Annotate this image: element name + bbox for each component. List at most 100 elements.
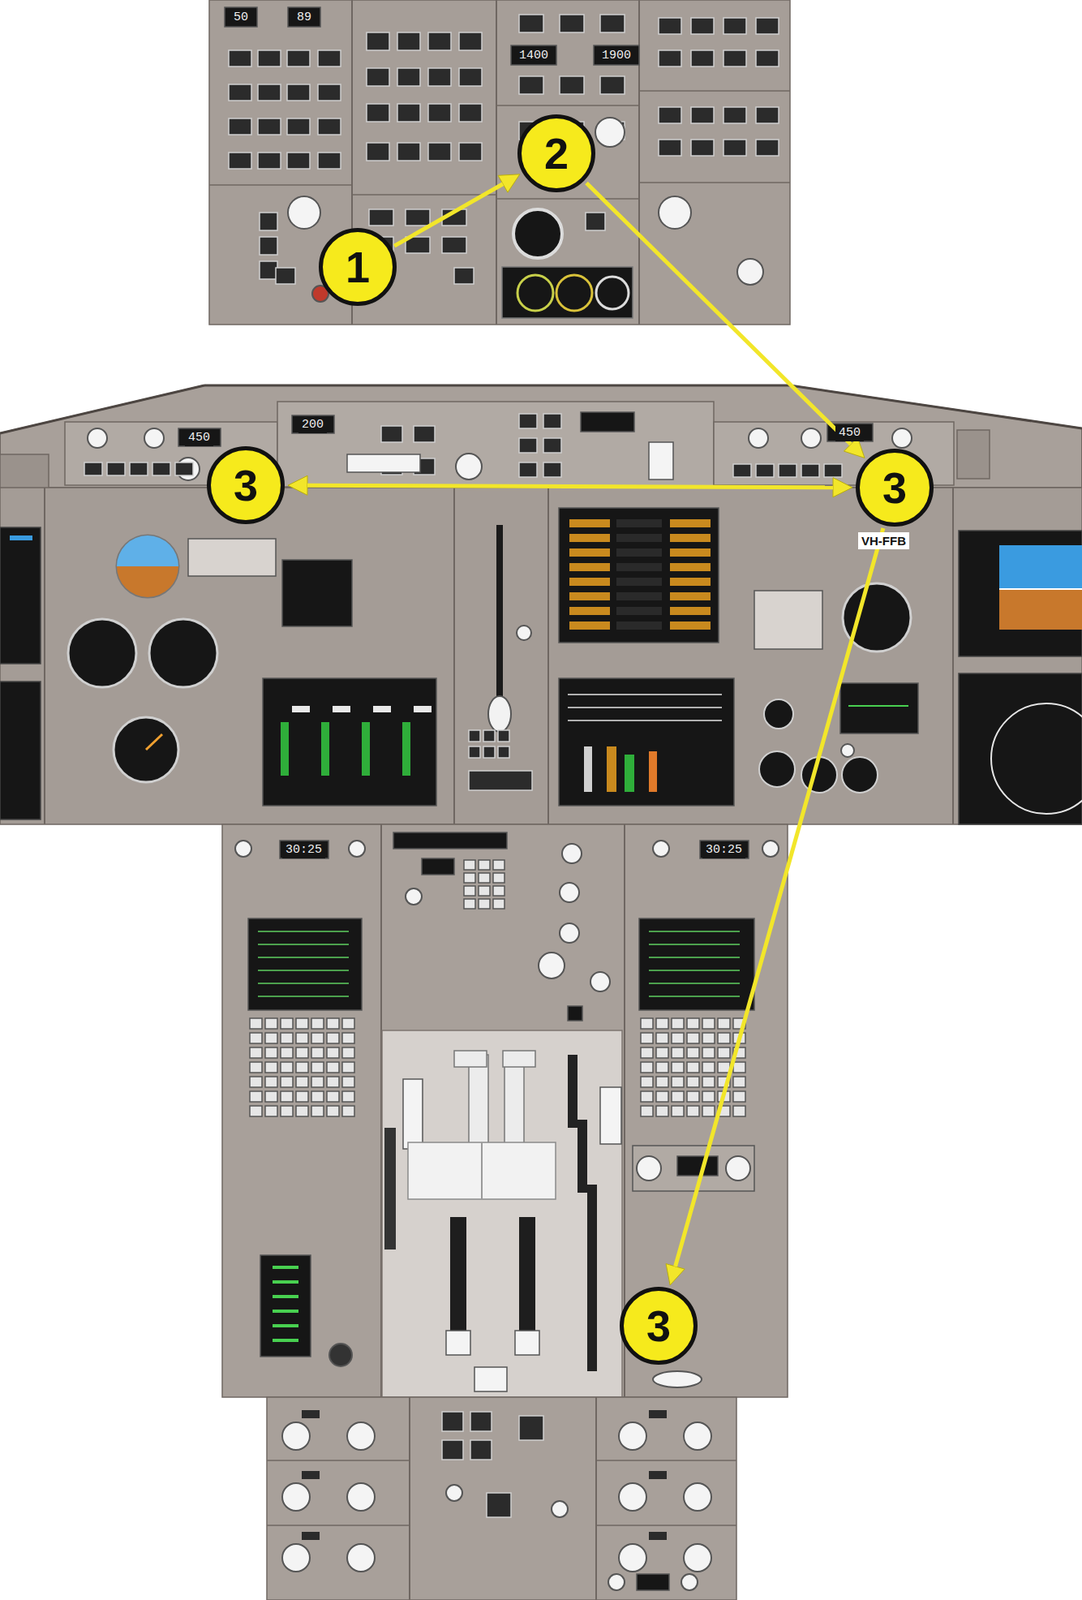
display-readout: 450 — [184, 429, 214, 447]
switch — [442, 1439, 464, 1460]
switch — [543, 437, 562, 453]
switch — [459, 68, 482, 86]
gauge — [517, 274, 554, 311]
display-window — [291, 415, 335, 434]
cdu-key — [311, 1047, 324, 1058]
knob — [455, 453, 482, 480]
cdu-key — [296, 1076, 309, 1087]
knob — [551, 1500, 568, 1517]
thrust-lever-knob — [502, 1050, 536, 1067]
fuel-control-lever — [519, 1216, 536, 1347]
radio-key — [478, 898, 490, 909]
knob — [347, 1421, 375, 1450]
cdu-key — [702, 1105, 715, 1117]
display-readout: 1400 — [515, 47, 552, 65]
engine-bar — [583, 746, 593, 792]
radio-key — [478, 859, 490, 870]
switch — [259, 236, 278, 255]
cdu-key — [296, 1061, 309, 1073]
gear-panel — [468, 519, 534, 714]
warning-light — [616, 562, 662, 572]
switch — [275, 267, 296, 284]
callout-arrow — [665, 528, 884, 1285]
switch — [405, 209, 430, 226]
cdu-key — [671, 1090, 684, 1102]
cdu-key — [656, 1090, 669, 1102]
cdu-text-line — [257, 982, 349, 984]
side-panel — [0, 454, 49, 491]
cdu-key — [671, 1061, 684, 1073]
knob — [235, 840, 252, 857]
switch — [691, 139, 714, 156]
switch — [470, 1439, 492, 1460]
switch — [317, 50, 341, 67]
standby-display — [282, 559, 353, 627]
cdu-key — [656, 1061, 669, 1073]
main-instrument-panel — [0, 487, 1082, 825]
engine-bar — [280, 721, 289, 776]
callout-circle: 3 — [855, 448, 934, 527]
trim-mark — [272, 1265, 299, 1269]
warning-light — [569, 562, 610, 572]
switch — [755, 17, 779, 35]
knob — [595, 117, 625, 147]
switch — [428, 32, 451, 51]
switch — [755, 463, 774, 477]
cdu-key — [280, 1017, 293, 1029]
cdu-key — [733, 1090, 746, 1102]
callout-circle: 2 — [517, 114, 596, 193]
knob — [618, 1421, 647, 1450]
registration-label: VH-FFB — [858, 532, 910, 550]
switch — [228, 84, 252, 101]
display-readout: 450 — [835, 424, 864, 442]
display-window — [224, 7, 258, 27]
knob — [608, 1573, 625, 1590]
switch — [366, 142, 390, 161]
display-readout: 200 — [298, 416, 327, 434]
knob — [405, 888, 422, 905]
switch — [723, 17, 747, 35]
cdu-key — [249, 1090, 262, 1102]
switch — [498, 746, 510, 758]
switch — [259, 212, 278, 231]
callout-circle: 1 — [318, 227, 397, 306]
placard — [188, 538, 276, 576]
cdu-key — [296, 1047, 309, 1058]
display-trace — [567, 719, 722, 722]
display-window — [636, 1573, 670, 1590]
switch — [519, 437, 537, 453]
knob — [683, 1482, 712, 1511]
switch — [397, 32, 421, 51]
display-window — [699, 840, 749, 859]
cdu-key — [311, 1032, 324, 1044]
cdu-key — [342, 1105, 355, 1117]
cdu-key — [717, 1017, 730, 1029]
warning-light — [616, 606, 662, 615]
overhead-panel — [209, 0, 791, 325]
warning-light — [616, 592, 662, 601]
cdu-key — [717, 1032, 730, 1044]
cdu-key — [702, 1047, 715, 1058]
cdu-key — [656, 1032, 669, 1044]
switch — [755, 107, 779, 124]
knob — [347, 1543, 375, 1572]
switch — [468, 770, 533, 791]
cdu-text-line — [257, 943, 349, 945]
display-window — [580, 412, 635, 432]
cdu-key — [311, 1017, 324, 1029]
callout-arrow — [287, 475, 853, 497]
gear-lever — [496, 524, 503, 705]
cdu-key — [686, 1090, 700, 1102]
arrowhead — [832, 477, 853, 498]
switch — [366, 103, 390, 122]
knob — [516, 625, 532, 640]
switch — [369, 209, 394, 226]
knob — [801, 428, 821, 448]
pedestal — [222, 824, 788, 1397]
switch — [442, 1411, 464, 1431]
warning-light — [669, 621, 711, 630]
switch — [585, 212, 606, 231]
switch — [543, 462, 562, 477]
radio-key — [463, 872, 476, 883]
knob — [144, 428, 164, 448]
